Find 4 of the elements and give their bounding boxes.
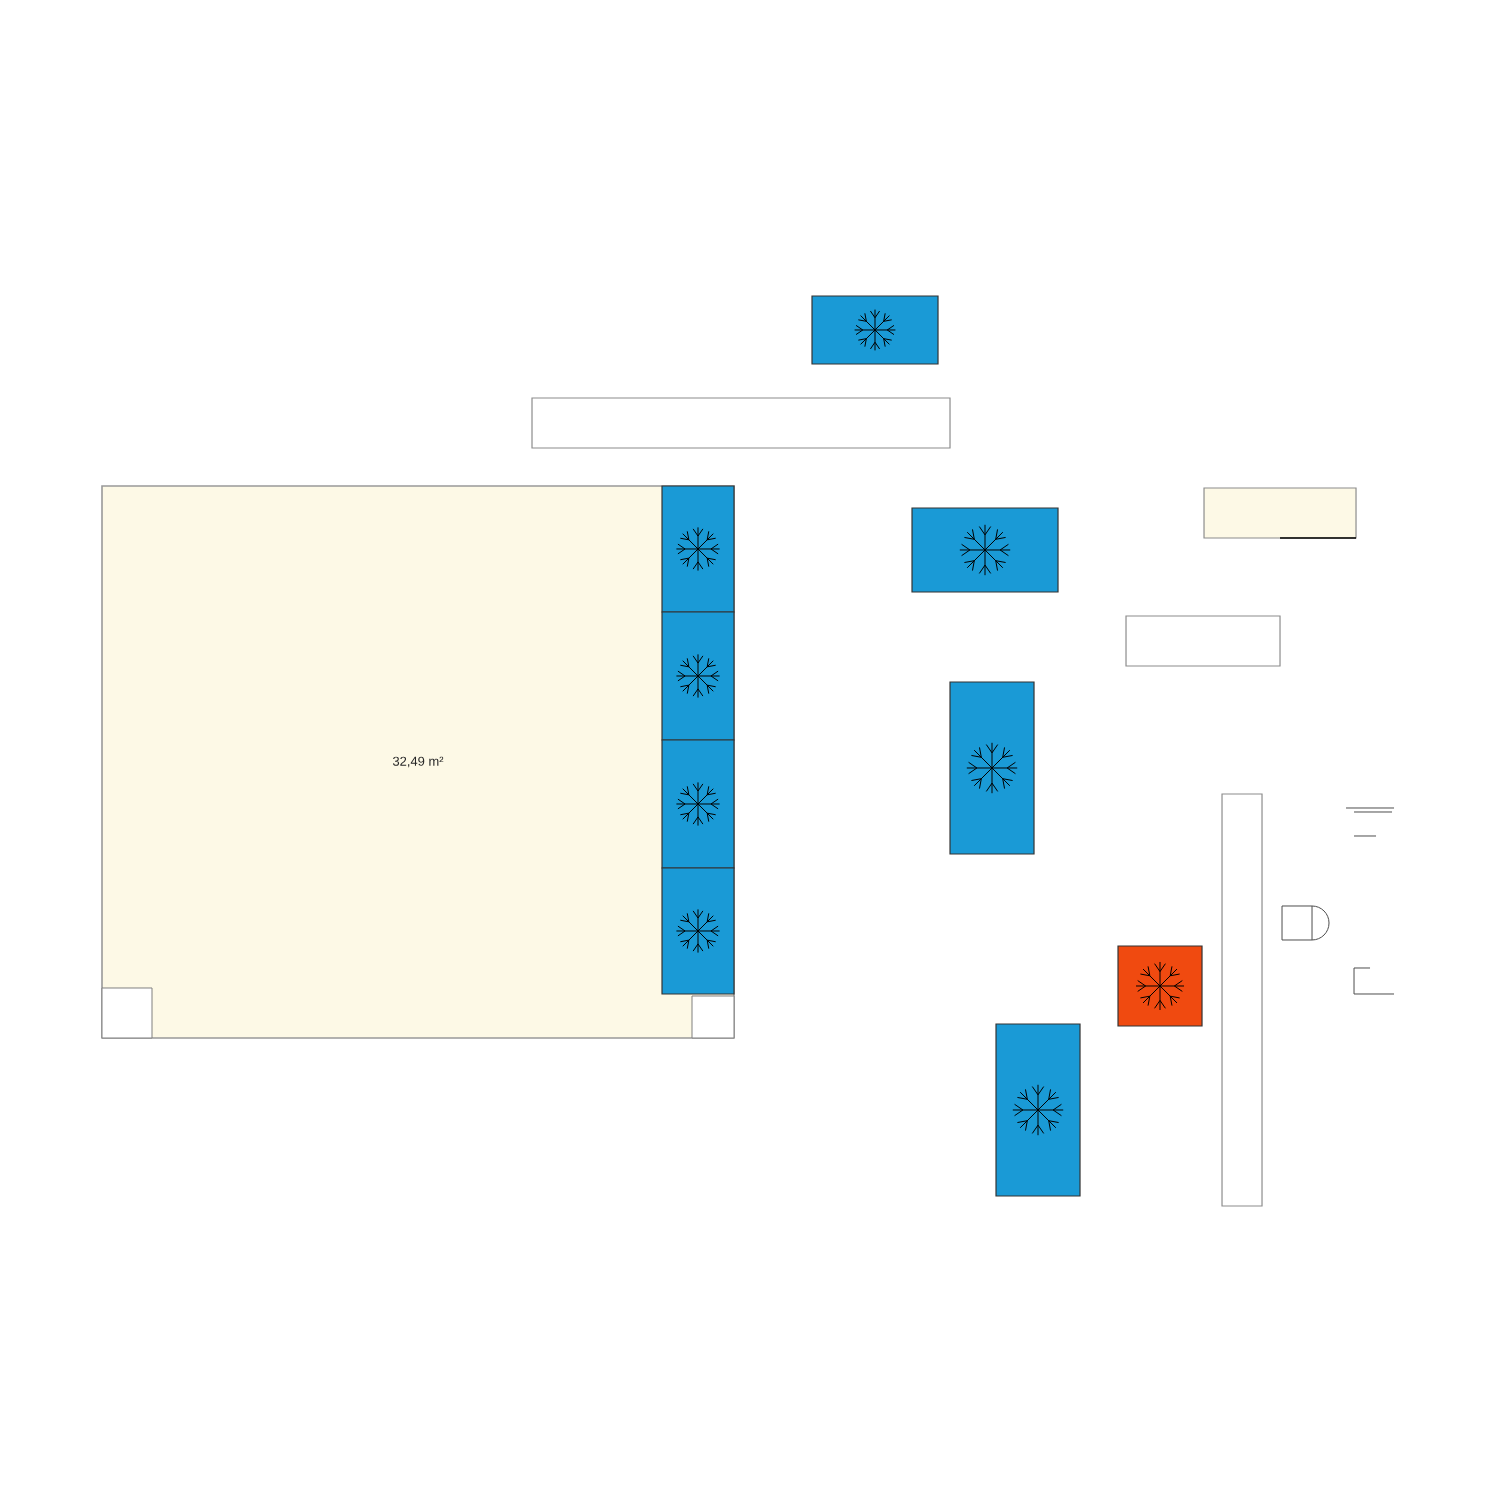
counter bbox=[1221, 793, 1263, 1207]
counter bbox=[1203, 487, 1357, 539]
counter bbox=[531, 397, 951, 449]
counter bbox=[1125, 615, 1281, 667]
